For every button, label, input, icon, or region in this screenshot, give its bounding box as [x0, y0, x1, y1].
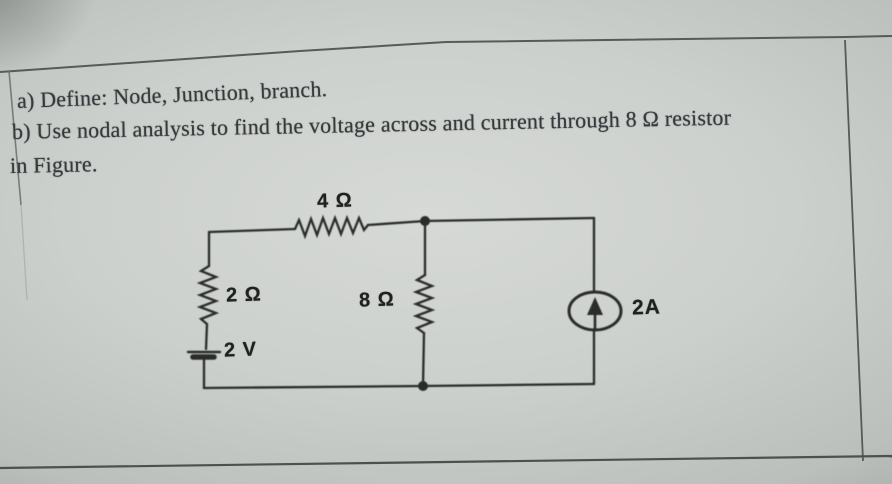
resistor-2ohm-symbol [196, 264, 220, 326]
resistor-2ohm-label: 2 Ω [225, 283, 263, 307]
resistor-4ohm-symbol [293, 214, 370, 240]
resistor-8ohm-symbol [412, 273, 436, 335]
node-dot-top [420, 216, 430, 226]
left-border-line [8, 70, 22, 206]
wire-top-right-segment [366, 216, 596, 227]
bottom-rule-line [0, 454, 892, 470]
voltage-source-label: 2 V [223, 338, 258, 362]
wire-top-left-segment [207, 227, 297, 234]
wire-bottom [202, 382, 596, 390]
right-border-line [844, 39, 864, 462]
resistor-4ohm-label: 4 Ω [316, 189, 354, 213]
current-source-label: 2A [631, 295, 662, 320]
wire-left-to-battery [204, 322, 209, 351]
left-border-line-faded [20, 204, 28, 301]
wire-middle-lower [421, 331, 426, 388]
node-dot-bottom [418, 381, 428, 391]
current-source-arrowhead [587, 297, 603, 315]
top-rule-line [0, 35, 892, 73]
current-source-circle [567, 290, 623, 332]
resistor-8ohm-label: 8 Ω [358, 288, 396, 312]
